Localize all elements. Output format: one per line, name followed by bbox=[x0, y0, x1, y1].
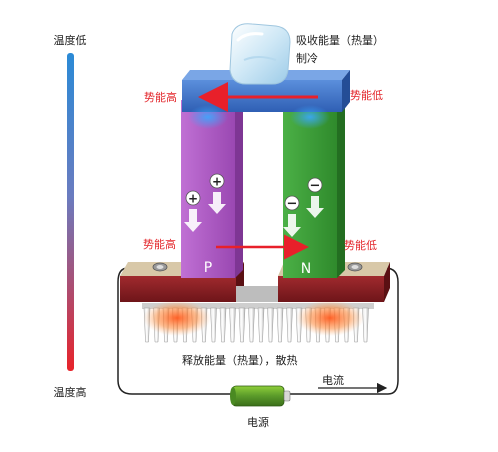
heat-sink-fin bbox=[210, 307, 217, 343]
minus-sign-icon: − bbox=[310, 179, 321, 194]
release-heat-label: 释放能量（热量），散热 bbox=[182, 353, 298, 367]
temperature-low-label: 温度低 bbox=[54, 33, 87, 47]
base-bridge bbox=[236, 286, 278, 302]
current-label: 电流 bbox=[322, 373, 344, 387]
n-leg-label: N bbox=[301, 261, 311, 277]
plus-sign-icon: + bbox=[188, 192, 198, 206]
terminal-right-icon bbox=[347, 262, 363, 272]
heat-sink-fin bbox=[276, 307, 284, 343]
middle-right-potential-label: 势能低 bbox=[344, 238, 377, 252]
minus-sign-icon: − bbox=[287, 197, 298, 212]
cool-glow-right bbox=[290, 105, 330, 129]
cooling-label: 制冷 bbox=[296, 52, 318, 65]
plus-sign-icon: + bbox=[212, 175, 222, 189]
heat-sink-fin bbox=[257, 307, 265, 343]
battery-icon bbox=[230, 385, 291, 407]
p-carrier-lower: + bbox=[184, 190, 202, 232]
heat-sink-fin bbox=[286, 307, 293, 343]
heat-sink-fin bbox=[362, 307, 369, 343]
n-carrier-lower: − bbox=[283, 195, 301, 237]
p-leg-label: P bbox=[204, 260, 212, 276]
heat-sink-fin bbox=[267, 307, 274, 343]
temperature-gradient-bar bbox=[67, 53, 74, 371]
heat-sink-fin bbox=[248, 307, 255, 343]
circuit-wire bbox=[117, 267, 399, 395]
temperature-high-label: 温度高 bbox=[54, 385, 87, 399]
terminal-left-icon bbox=[152, 262, 168, 272]
cool-glow-left bbox=[188, 105, 228, 129]
top-right-potential-label: 势能低 bbox=[350, 88, 383, 102]
heat-sink-fin bbox=[238, 307, 246, 343]
absorb-energy-label: 吸收能量（热量） bbox=[296, 33, 384, 47]
ice-cube-icon bbox=[229, 23, 291, 85]
heat-glow-left bbox=[143, 300, 211, 336]
p-type-leg bbox=[181, 92, 243, 278]
p-carrier-upper: + bbox=[208, 173, 226, 214]
heat-sink-fin bbox=[219, 307, 227, 343]
middle-left-potential-label: 势能高 bbox=[143, 237, 176, 251]
heat-sink-fins bbox=[142, 303, 374, 309]
power-source-label: 电源 bbox=[247, 415, 269, 429]
heat-sink-fin bbox=[229, 307, 236, 343]
n-carrier-upper: − bbox=[306, 177, 324, 218]
heat-glow-right bbox=[296, 300, 364, 336]
top-left-potential-label: 势能高 bbox=[144, 90, 177, 104]
